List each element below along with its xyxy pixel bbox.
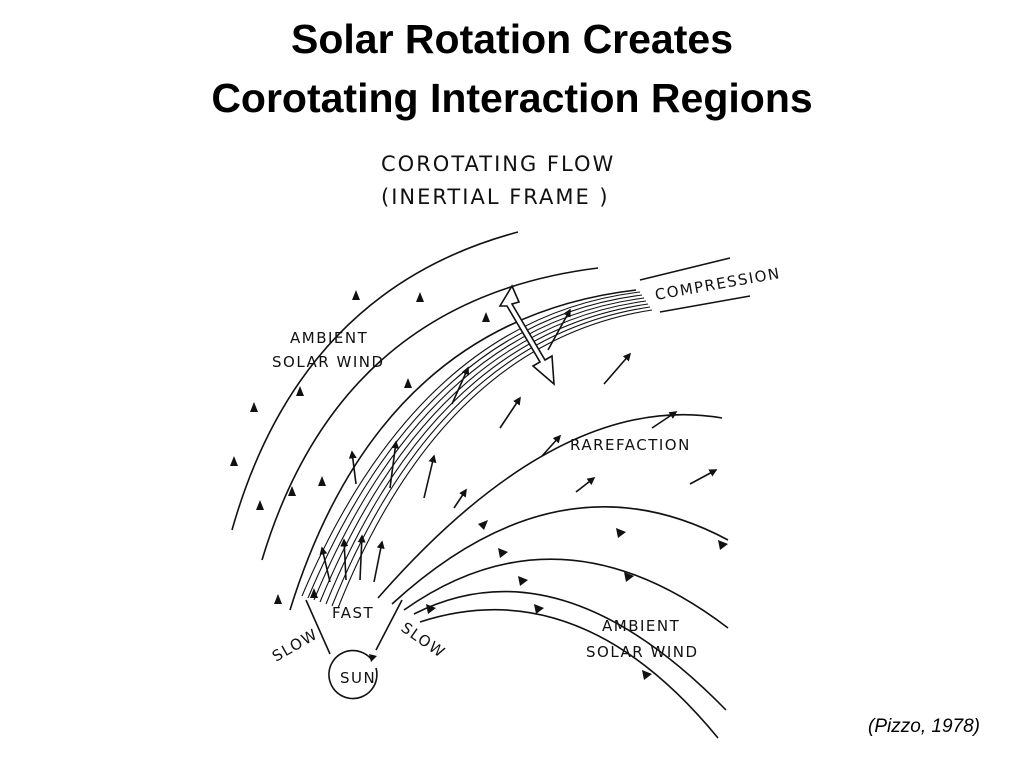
compression-bar xyxy=(639,257,731,281)
velocity-arrow xyxy=(541,434,562,457)
ambient-upper-label-1: AMBIENT xyxy=(290,329,368,347)
field-line xyxy=(391,506,729,605)
velocity-arrow xyxy=(340,538,349,581)
arrowhead xyxy=(296,386,304,396)
fast-label: FAST xyxy=(332,604,374,622)
ambient-upper-label-2: SOLAR WIND xyxy=(272,353,385,371)
slow-left-label: SLOW xyxy=(269,625,321,666)
sun-label: SUN xyxy=(340,669,376,687)
velocity-arrow xyxy=(547,308,571,351)
field-line xyxy=(377,414,723,599)
arrowhead xyxy=(318,476,326,486)
arrowhead xyxy=(518,576,528,586)
sun-region: FAST SLOW SLOW SUN xyxy=(269,599,449,700)
velocity-arrow xyxy=(689,469,718,485)
velocity-arrow xyxy=(319,546,331,583)
citation: (Pizzo, 1978) xyxy=(868,716,980,737)
arrowhead xyxy=(718,540,728,550)
band-line xyxy=(313,297,645,601)
velocity-arrow xyxy=(603,352,632,385)
velocity-arrows xyxy=(319,308,718,583)
arrowhead xyxy=(250,402,258,412)
slow-right-label: SLOW xyxy=(398,619,449,662)
divider-right xyxy=(375,599,403,651)
velocity-arrow xyxy=(499,396,521,429)
rarefaction-label: RAREFACTION xyxy=(570,436,691,454)
compression-double-arrow xyxy=(498,284,555,386)
band-line xyxy=(307,294,643,599)
arrowhead xyxy=(534,604,544,614)
diagram-header-line-2: (INERTIAL FRAME ) xyxy=(381,185,610,209)
arrowhead xyxy=(482,312,490,322)
arrowhead xyxy=(642,670,652,680)
slide-title-line-2: Corotating Interaction Regions xyxy=(211,75,813,121)
velocity-arrow xyxy=(453,488,467,509)
field-line xyxy=(413,590,727,711)
velocity-arrow xyxy=(357,534,366,581)
sun-rotation-arc xyxy=(328,649,378,700)
divider-left xyxy=(305,599,331,655)
velocity-arrow xyxy=(373,540,385,583)
arrowhead xyxy=(426,604,436,614)
field-line-arrowheads xyxy=(230,290,728,680)
field-line xyxy=(419,608,719,739)
arrowhead xyxy=(404,378,412,388)
arrowhead xyxy=(352,290,360,300)
velocity-arrow xyxy=(575,477,596,493)
ambient-lower-label-2: SOLAR WIND xyxy=(586,643,699,661)
velocity-arrow xyxy=(423,454,437,499)
arrowhead xyxy=(288,486,296,496)
rotation-arrowhead xyxy=(369,654,377,662)
velocity-arrow xyxy=(651,411,678,429)
ambient-field-lines-lower xyxy=(377,414,729,739)
arrowhead xyxy=(256,500,264,510)
arrowhead xyxy=(310,588,318,598)
field-line xyxy=(231,231,519,531)
arrowhead xyxy=(478,520,488,530)
diagram-header-line-1: COROTATING FLOW xyxy=(381,152,615,176)
ambient-field-lines-upper xyxy=(231,231,637,611)
field-line xyxy=(289,289,637,611)
field-line xyxy=(403,558,729,629)
velocity-arrow xyxy=(389,440,400,489)
field-line xyxy=(261,267,599,561)
band-line xyxy=(337,309,653,609)
slide-title-line-1: Solar Rotation Creates xyxy=(291,16,733,62)
velocity-arrow xyxy=(348,450,357,485)
arrowhead xyxy=(274,594,282,604)
velocity-arrow xyxy=(451,366,470,405)
arrowhead xyxy=(230,456,238,466)
compression-label: COMPRESSION xyxy=(654,264,782,304)
arrowhead xyxy=(416,292,424,302)
arrowhead xyxy=(616,528,626,538)
arrowhead xyxy=(498,548,508,558)
arrowhead xyxy=(624,572,634,582)
ambient-lower-label-1: AMBIENT xyxy=(602,617,680,635)
band-line xyxy=(301,291,641,597)
compression-bar xyxy=(659,295,751,313)
